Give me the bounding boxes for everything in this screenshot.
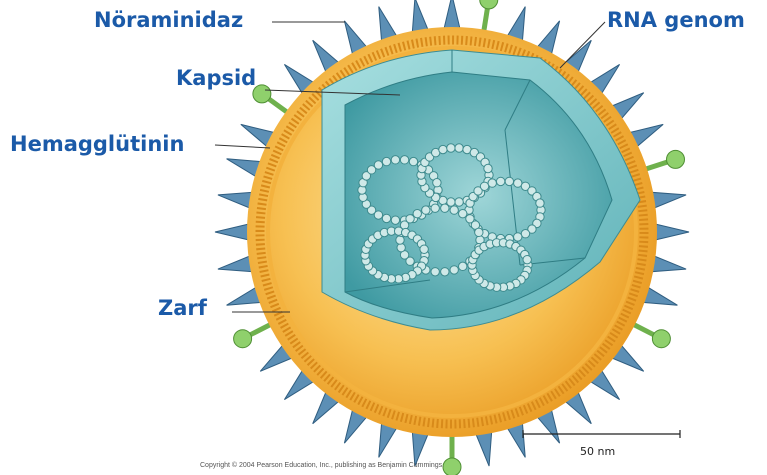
rna-segment-bead xyxy=(459,262,467,270)
rna-segment-bead xyxy=(431,268,439,276)
neuraminidase-head xyxy=(480,0,498,9)
rna-segment-bead xyxy=(475,228,483,236)
rna-segment-bead xyxy=(431,204,439,212)
rna-segment-bead xyxy=(514,179,522,187)
rna-segment-bead xyxy=(455,198,463,206)
neuraminidase-head xyxy=(443,458,461,475)
rna-segment-bead xyxy=(397,243,405,251)
rna-segment-bead xyxy=(441,204,449,212)
rna-segment-bead xyxy=(514,233,522,241)
neuraminidase-head xyxy=(234,330,252,348)
neuraminidase-head xyxy=(666,150,684,168)
rna-segment-bead xyxy=(496,177,504,185)
rna-segment-bead xyxy=(455,144,463,152)
scale-bar-label: 50 nm xyxy=(580,445,615,458)
rna-segment-bead xyxy=(406,215,414,223)
rna-segment-bead xyxy=(521,230,529,238)
rna-segment-bead xyxy=(396,236,404,244)
rna-segment-bead xyxy=(536,199,544,207)
rna-genome-label: RNA genom xyxy=(607,8,745,32)
capsid-label: Kapsid xyxy=(176,66,256,90)
rna-segment-bead xyxy=(409,157,417,165)
envelope-label: Zarf xyxy=(158,296,207,320)
rna-segment-bead xyxy=(488,179,496,187)
rna-segment-bead xyxy=(391,216,399,224)
rna-segment-bead xyxy=(400,156,408,164)
neuraminidase-head xyxy=(652,330,670,348)
rna-segment-bead xyxy=(480,182,488,190)
rna-segment-bead xyxy=(450,266,458,274)
rna-segment-bead xyxy=(439,145,447,153)
rna-segment-bead xyxy=(382,214,390,222)
copyright-notice: Copyright © 2004 Pearson Education, Inc.… xyxy=(200,462,444,469)
rna-segment-bead xyxy=(447,144,455,152)
rna-segment-bead xyxy=(420,245,428,253)
rna-segment-bead xyxy=(382,157,390,165)
rna-segment-bead xyxy=(441,268,449,276)
rna-segment-bead xyxy=(505,177,513,185)
rna-segment-bead xyxy=(484,164,492,172)
rna-segment-bead xyxy=(374,161,382,169)
neuraminidase-label: Nöraminidaz xyxy=(94,8,243,32)
rna-segment-bead xyxy=(433,179,441,187)
rna-segment-bead xyxy=(391,156,399,164)
rna-segment-bead xyxy=(523,255,531,263)
rna-segment-bead xyxy=(450,206,458,214)
rna-segment-bead xyxy=(413,209,421,217)
rna-segment-bead xyxy=(422,206,430,214)
hemagglutinin-label: Hemagglütinin xyxy=(10,132,184,156)
scale-bar xyxy=(523,430,680,438)
rna-segment-bead xyxy=(459,209,467,217)
